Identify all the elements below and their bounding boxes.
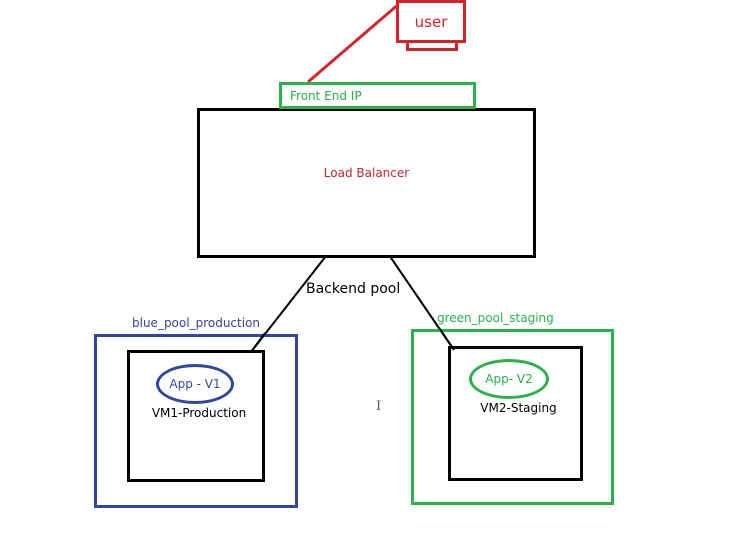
user-label: user <box>414 12 448 31</box>
text-cursor-icon: I <box>376 399 382 414</box>
green-pool-box <box>411 329 614 505</box>
load-balancer-box <box>197 108 536 258</box>
user-box: user <box>396 0 466 43</box>
frontend-ip-label: Front End IP <box>290 88 362 103</box>
user-to-frontend-line <box>307 1 401 84</box>
frontend-ip-box: Front End IP <box>279 82 476 109</box>
green-pool-label: green_pool_staging <box>437 311 554 325</box>
load-balancer-label: Load Balancer <box>323 166 410 180</box>
blue-pool-label: blue_pool_production <box>132 316 261 330</box>
backend-pool-label: Backend pool <box>306 281 401 297</box>
user-box-base <box>406 41 458 51</box>
vm2-label: VM2-Staging <box>480 401 557 415</box>
vm1-label: VM1-Production <box>151 406 247 420</box>
blue-pool-box <box>94 334 298 508</box>
app-v2-label: App- V2 <box>485 372 533 386</box>
app-v1-label: App - V1 <box>169 377 221 391</box>
app-v1-ellipse: App - V1 <box>156 364 234 404</box>
app-v2-ellipse: App- V2 <box>469 359 549 399</box>
